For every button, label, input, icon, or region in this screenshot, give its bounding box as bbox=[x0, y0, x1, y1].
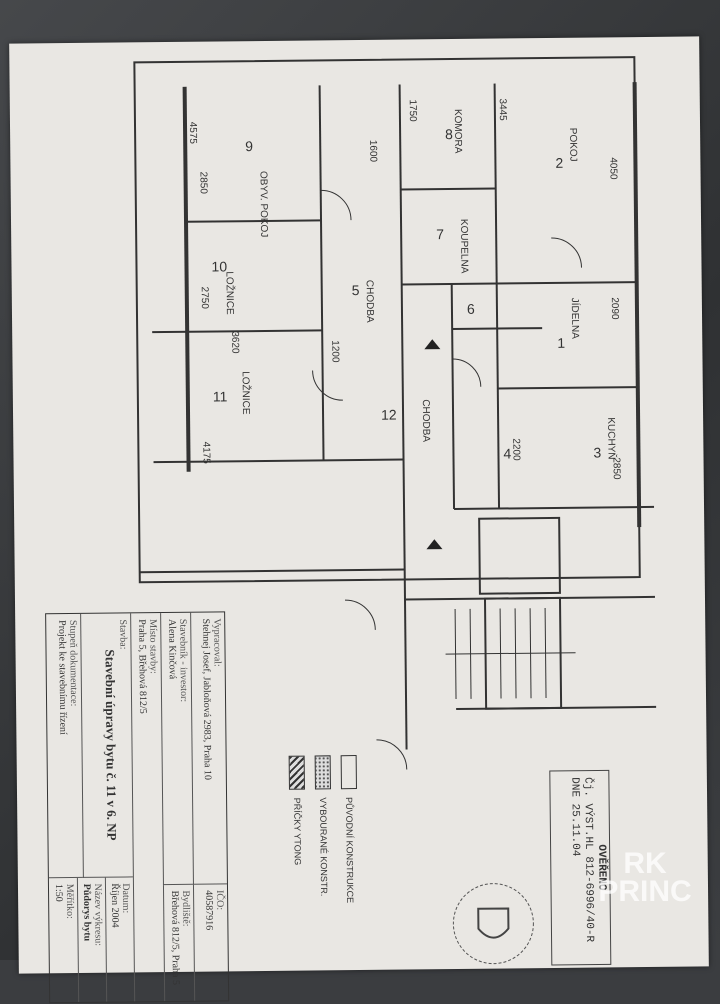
room-number: 10 bbox=[211, 258, 227, 274]
room-number: 11 bbox=[213, 388, 228, 404]
dimension-label: 1600 bbox=[367, 140, 378, 163]
misto-value: Praha 5, Břehová 812/5 bbox=[136, 619, 149, 714]
dimension-label: 2090 bbox=[609, 297, 620, 320]
datum-value: Říjen 2004 bbox=[108, 883, 121, 928]
room-number: 4 bbox=[503, 445, 511, 461]
bydliste-value: Břehová 812/5, Praha 5 bbox=[169, 890, 182, 986]
demolished-construction-swatch bbox=[314, 755, 331, 790]
vypracoval-label: Vypracoval: bbox=[211, 618, 223, 667]
dimension-label: 2200 bbox=[510, 438, 521, 461]
staircase bbox=[445, 607, 576, 699]
floor-plan-sheet: 9 OBYV. POKOJ 10 LOŽNICE 11 LOŽNICE 5 CH… bbox=[9, 36, 709, 1004]
dimension-label: 2750 bbox=[199, 287, 210, 310]
room-name: KUCHYŇ bbox=[605, 417, 618, 459]
meritko-label: Měřítko: bbox=[63, 883, 76, 919]
nazev-value: Půdorys bytu bbox=[80, 883, 93, 942]
watermark-logo: RK PRINC bbox=[598, 847, 692, 908]
room-name: CHODBA bbox=[420, 399, 431, 442]
room-name: LOŽNICE bbox=[224, 271, 237, 315]
room-number: 12 bbox=[381, 407, 397, 423]
vypracoval-value: Stehnej Josef, Jabloňová 2983, Praha 10 bbox=[200, 618, 213, 781]
room-number: 2 bbox=[555, 155, 563, 171]
room-name: LOŽNICE bbox=[240, 371, 253, 415]
legend-label: PŘÍČKY YTONG bbox=[292, 797, 303, 866]
room-name: OBYV. POKOJ bbox=[257, 171, 269, 237]
nazev-label: Název výkresu: bbox=[91, 883, 104, 947]
dimension-label: 3620 bbox=[229, 331, 240, 354]
dimension-label: 1200 bbox=[329, 340, 340, 363]
dimension-label: 2850 bbox=[611, 457, 622, 480]
investor-label: Stavebník - investor: bbox=[177, 618, 190, 703]
room-name: JÍDELNA bbox=[569, 298, 582, 340]
room-number: 9 bbox=[245, 138, 253, 154]
dimension-label: 4050 bbox=[607, 157, 618, 180]
stupen-label: Stupeň dokumentace: bbox=[67, 619, 80, 707]
room-number: 7 bbox=[436, 226, 444, 242]
datum-label: Datum: bbox=[119, 883, 132, 914]
stamp-date: DNE 25.11.04 bbox=[568, 777, 582, 857]
legend-item: VYBOURANÉ KONSTR. bbox=[310, 755, 338, 925]
room-name: KOMORA bbox=[452, 109, 463, 154]
outer-walls bbox=[133, 56, 641, 584]
room-name: POKOJ bbox=[567, 128, 578, 162]
ytong-partition-swatch bbox=[288, 755, 305, 790]
original-construction-swatch bbox=[340, 755, 357, 790]
entrance-arrow-icon bbox=[426, 539, 443, 550]
legend: PŮVODNÍ KONSTRUKCE VYBOURANÉ KONSTR. PŘÍ… bbox=[282, 755, 364, 926]
room-name: CHODBA bbox=[364, 280, 375, 323]
legend-item: PŮVODNÍ KONSTRUKCE bbox=[336, 755, 364, 925]
municipal-seal bbox=[452, 883, 534, 965]
room-number: 8 bbox=[445, 126, 453, 142]
floor-plan-drawing: 9 OBYV. POKOJ 10 LOŽNICE 11 LOŽNICE 5 CH… bbox=[133, 56, 657, 770]
ico-value: 40587916 bbox=[203, 890, 215, 931]
room-name: KOUPELNA bbox=[458, 219, 470, 274]
legend-label: VYBOURANÉ KONSTR. bbox=[318, 797, 330, 897]
room-number: 5 bbox=[352, 282, 360, 298]
dimension-label: 4175 bbox=[200, 442, 211, 465]
ico-label: IČO: bbox=[214, 890, 226, 911]
bydliste-label: Bydliště: bbox=[180, 890, 192, 927]
dimension-label: 2850 bbox=[198, 172, 209, 195]
meritko-value: 1:50 bbox=[52, 883, 65, 902]
dimension-label: 1750 bbox=[407, 99, 418, 122]
room-number: 6 bbox=[467, 301, 475, 317]
legend-label: PŮVODNÍ KONSTRUKCE bbox=[344, 797, 356, 904]
room-number: 1 bbox=[557, 335, 565, 351]
entrance-arrow-icon bbox=[424, 339, 441, 350]
stupen-value: Projekt ke stavebnímu řízení bbox=[56, 620, 69, 735]
misto-label: Místo stavby: bbox=[147, 619, 159, 674]
stavba-value: Stavební úpravy bytu č. 11 v 6. NP bbox=[102, 649, 120, 841]
dimension-label: 3445 bbox=[497, 98, 508, 121]
dimension-label: 4575 bbox=[187, 122, 198, 145]
room-number: 3 bbox=[593, 444, 601, 460]
legend-item: PŘÍČKY YTONG bbox=[284, 755, 312, 926]
coat-of-arms-icon bbox=[477, 907, 510, 939]
title-block: Vypracoval: Stehnej Josef, Jabloňová 298… bbox=[45, 611, 230, 1004]
investor-value: Alena Kinčová bbox=[166, 618, 178, 680]
